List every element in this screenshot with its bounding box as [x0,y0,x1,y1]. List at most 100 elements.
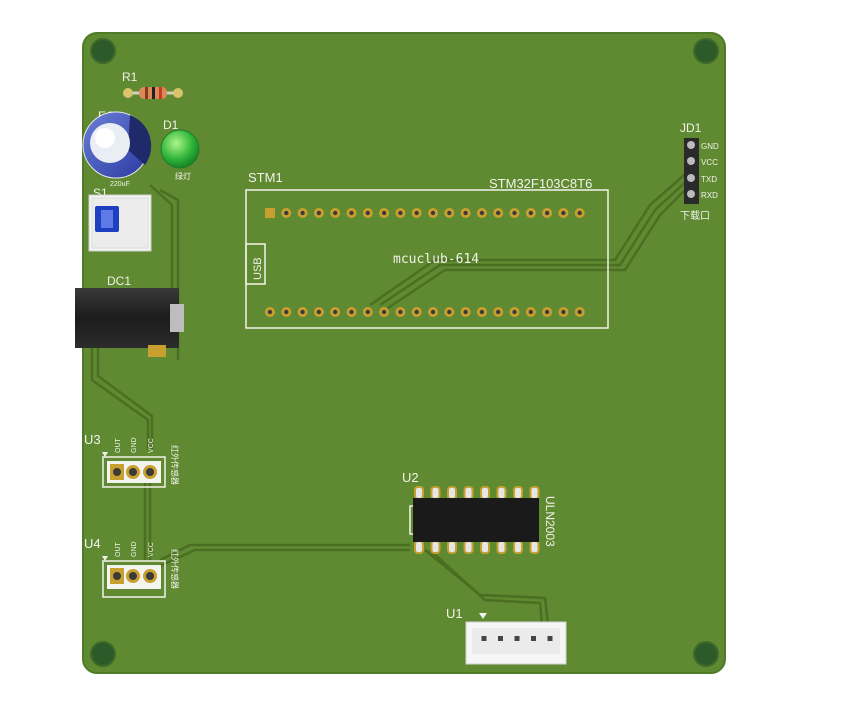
label-stm1: STM1 [248,170,283,185]
label-u1: U1 [446,606,463,621]
u2-pin-leg [531,488,538,498]
stm1-pin-hole [333,309,338,315]
chip-u2 [413,498,539,542]
label-u3-caption: 红外传感器 [170,445,180,485]
label-jd1: JD1 [680,121,702,135]
stm1-pin-hole [333,210,338,216]
u2-pin-leg [416,542,422,552]
stm1-pin-hole [365,210,370,216]
stm1-pin-hole [496,309,501,315]
stm1-pin-hole [398,309,403,315]
label-jd1-pin-2: VCC [701,158,718,167]
label-usb: USB [252,257,264,280]
stm1-pin-hole [463,210,468,216]
label-d1: D1 [163,118,179,132]
u3-pin1-marker [102,452,108,457]
u2-pin-leg [531,542,538,552]
stm1-pin-hole [414,309,419,315]
u2-pin-leg [432,488,439,498]
u2-pin-leg [416,488,422,498]
u2-pin-leg [465,488,472,498]
u1-pin [481,636,487,641]
usb-outline [245,243,266,285]
stm1-pin-hole [316,309,322,315]
stm1-pin-hole [300,210,305,216]
label-jd1-pin-3: TXD [701,175,717,184]
stm1-pin-hole [381,309,387,315]
label-mcu-part: STM32F103C8T6 [489,176,592,191]
u2-pin-leg [498,542,505,552]
u2-pin-leg [482,488,488,498]
u1-pin [514,636,520,641]
stm1-pin-hole [300,309,305,315]
power-jack-dc1 [75,288,184,357]
u2-pin-leg [482,542,488,552]
label-u3-pin-1: OUT [115,438,122,454]
label-u4-pin-3: VCC [148,542,155,557]
switch-s1 [88,194,152,252]
stm1-pin-hole [381,210,387,216]
label-u3-pin-2: GND [131,437,138,453]
stm1-pin-hole [512,309,517,315]
label-u3-pin-3: VCC [148,438,155,453]
stm1-pin-hole [349,309,354,315]
label-u4-caption: 红外传感器 [170,549,180,589]
copper-traces [90,169,691,626]
u2-pin-leg [498,488,505,498]
stm1-pin-hole [544,210,550,216]
stm1-pin-hole [316,210,322,216]
u4-pin1-marker [102,556,108,561]
stm1-pin1-square [265,208,275,218]
stm1-pin-hole [463,309,468,315]
stm1-pin-hole [561,210,566,216]
u1-pins [481,636,553,641]
led-d1 [160,129,200,169]
u2-pin-leg [515,488,521,498]
stm1-pin-hole [512,210,517,216]
connector-u1 [465,621,567,665]
resistor-r1 [123,87,183,99]
label-jd1-pin-1: GND [701,142,719,151]
stm1-pin-hole [267,309,273,315]
u2-pins [414,486,540,554]
u1-pin [547,636,553,641]
stm1-pin-hole [577,309,582,315]
stm1-pin-hole [479,309,485,315]
stm1-pin-hole [430,309,436,315]
label-r1: R1 [122,70,138,84]
stm1-pin-hole [284,309,289,315]
stm1-pin-hole [398,210,403,216]
label-u4: U4 [84,536,101,551]
label-jd1-caption: 下载口 [680,210,710,222]
label-cap-value: 220uF [110,181,130,188]
label-led-note: 绿灯 [175,171,191,181]
label-u2-part: ULN2003 [543,496,557,547]
stm1-pin-hole [544,309,550,315]
stm1-pin-hole [365,309,370,315]
header-jd1 [684,138,699,204]
stm1-pin-hole [479,210,485,216]
pcb-board [82,32,726,674]
u2-pin-leg [449,488,455,498]
label-dc1: DC1 [107,274,131,288]
mounting-holes [90,38,719,667]
stm1-pin-hole [447,309,452,315]
label-u2: U2 [402,470,419,485]
u2-pin-leg [449,542,455,552]
stm1-header-pins [265,208,585,317]
stm1-pin-hole [528,309,533,315]
stm1-pin-hole [561,309,566,315]
stm1-pin-hole [284,210,289,216]
u2-pin-leg [515,542,521,552]
capacitor-ec1 [82,111,152,179]
connector-u3 [102,456,166,488]
u2-pin-leg [432,542,439,552]
stm1-pin-hole [349,210,354,216]
label-u4-pin-2: GND [131,541,138,557]
u1-pin [498,636,503,641]
label-u3: U3 [84,432,101,447]
label-u4-pin-1: OUT [115,542,122,558]
stm1-pin-hole [414,210,419,216]
stm1-pin-hole [528,210,533,216]
